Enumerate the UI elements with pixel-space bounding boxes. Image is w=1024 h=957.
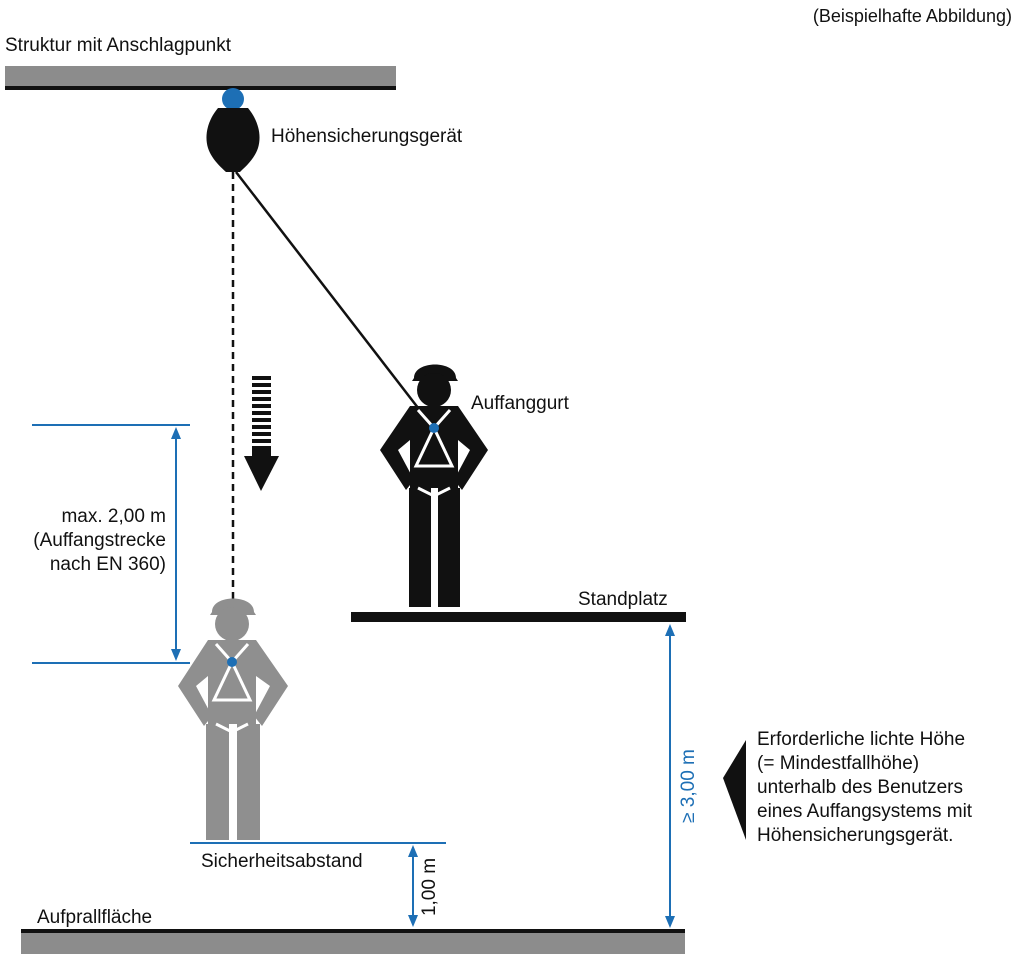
fall-distance-dimension [32,424,190,664]
callout-line3: unterhalb des Benutzers [757,777,963,798]
harness-attachment-point-suspended [227,657,237,667]
clearance-value-label: ≥ 3,00 m [678,749,699,823]
fall-distance-line1: max. 2,00 m [61,506,166,527]
callout-line5: Höhensicherungsgerät. [757,825,954,846]
harness-attachment-point-standing [429,423,439,433]
clearance-dimension [665,624,675,928]
callout-line2: (= Mindestfallhöhe) [757,753,920,774]
clearance-callout-text: Erforderliche lichte Höhe (= Mindestfall… [757,728,972,848]
harness-label: Auffanggurt [471,393,569,414]
platform-label: Standplatz [578,589,668,610]
callout-line4: eines Auffangsystems mit [757,801,973,822]
fall-distance-text: max. 2,00 m (Auffangstrecke nach EN 360) [33,505,166,577]
safety-distance-label: Sicherheitsabstand [201,851,363,872]
example-illustration-note: (Beispielhafte Abbildung) [812,6,1012,26]
fall-distance-line2: (Auffangstrecke [33,530,166,551]
suspended-worker [178,598,288,840]
anchor-structure-bar [5,66,396,90]
safety-distance-dimension [190,842,446,927]
anchor-point [222,88,244,110]
standing-platform [351,612,686,622]
device-label: Höhensicherungsgerät [271,126,463,147]
structure-label: Struktur mit Anschlagpunkt [5,35,231,56]
fall-direction-arrow [244,376,279,491]
impact-surface-bar [21,929,685,954]
impact-surface-label: Aufprallfläche [37,907,153,928]
standing-worker [380,364,488,607]
fall-distance-line3: nach EN 360) [49,554,166,575]
fall-arrester-device [206,108,260,172]
callout-line1: Erforderliche lichte Höhe [757,729,966,750]
callout-pointer-triangle [723,740,746,840]
lifeline-diagonal [235,171,433,427]
safety-value-label: 1,00 m [419,857,440,917]
